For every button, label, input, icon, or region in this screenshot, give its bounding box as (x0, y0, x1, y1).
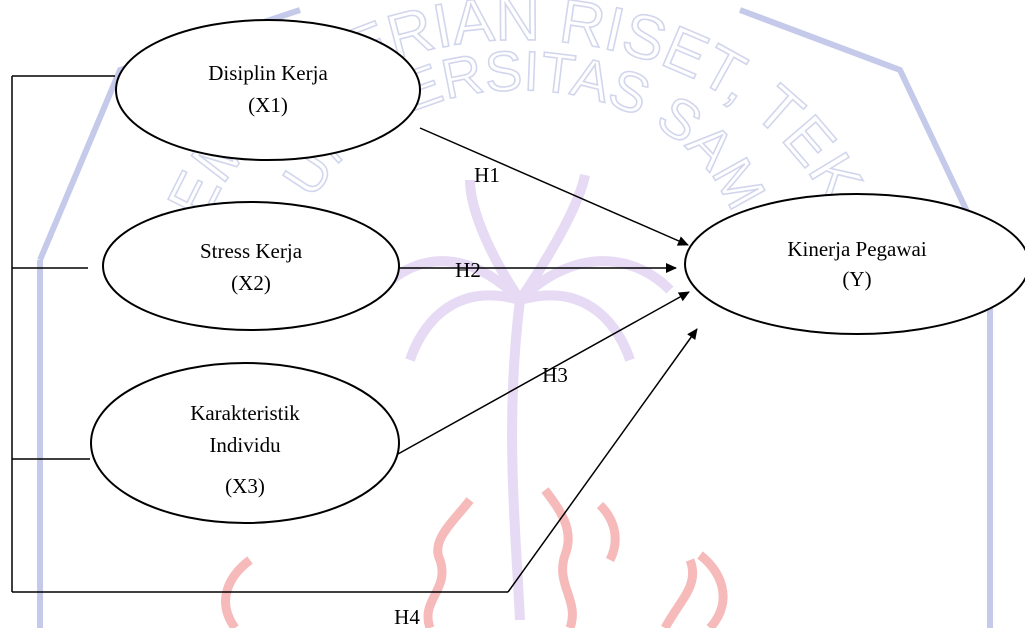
node-x3-ellipse (90, 362, 400, 524)
node-x2-code: (X2) (231, 271, 271, 295)
node-y-ellipse (684, 193, 1025, 335)
flame-icon (221, 487, 728, 628)
node-x3: Karakteristik Individu (X3) (90, 362, 400, 524)
h4-label: H4 (394, 605, 420, 628)
node-x1-ellipse (115, 19, 421, 161)
node-x1: Disiplin Kerja (X1) (115, 19, 421, 161)
hypothesis-arrows (397, 127, 698, 593)
node-y-title: Kinerja Pegawai (787, 237, 927, 261)
h1-arrow (419, 127, 689, 246)
node-x1-code: (X1) (248, 93, 288, 117)
node-y-code: (Y) (842, 267, 871, 291)
node-x2-ellipse (102, 201, 400, 331)
left-bracket-connector (11, 75, 508, 593)
node-x3-code: (X3) (225, 474, 265, 498)
h2-label: H2 (455, 258, 481, 282)
node-x1-title: Disiplin Kerja (208, 61, 328, 85)
node-x2-title: Stress Kerja (200, 239, 303, 263)
node-x3-title-2: Individu (209, 433, 281, 457)
node-x2: Stress Kerja (X2) (102, 201, 400, 331)
h3-label: H3 (542, 363, 568, 387)
node-y: Kinerja Pegawai (Y) (684, 193, 1025, 335)
h3-arrow (397, 291, 690, 455)
h4-arrow (507, 328, 698, 593)
palm-tree-icon (376, 173, 674, 621)
node-x3-title-1: Karakteristik (190, 401, 300, 425)
h1-label: H1 (474, 163, 500, 187)
